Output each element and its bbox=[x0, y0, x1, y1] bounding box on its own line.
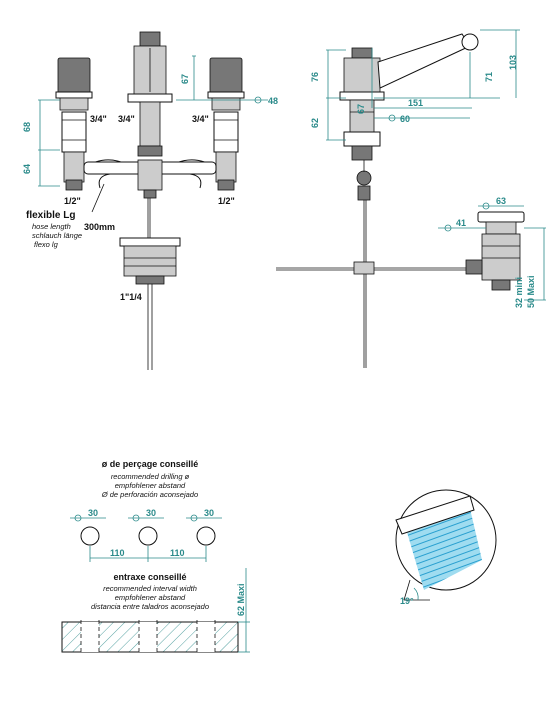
spacing-2: 110 bbox=[170, 548, 185, 558]
dim-67: 67 bbox=[180, 74, 190, 84]
pop-up-waste bbox=[119, 237, 181, 370]
waste-dim-63: 63 bbox=[496, 196, 506, 206]
drilling-es: Ø de perforación aconsejado bbox=[101, 490, 198, 499]
front-dimensions bbox=[38, 55, 268, 187]
drain-thread: 1"1/4 bbox=[120, 292, 142, 302]
thread-bottom-left: 1/2" bbox=[64, 196, 81, 206]
side-dim-151: 151 bbox=[408, 98, 423, 108]
drill-hole-1 bbox=[80, 526, 100, 546]
interval-de: empfohlener abstand bbox=[115, 593, 186, 602]
interval-es: distancia entre taladros aconsejado bbox=[91, 602, 209, 611]
drilling-title: ø de perçage conseillé bbox=[102, 459, 199, 469]
spacing-1: 110 bbox=[110, 548, 125, 558]
thread-left: 3/4" bbox=[90, 114, 107, 124]
side-dim-60: 60 bbox=[400, 114, 410, 124]
hose-length: 300mm bbox=[84, 222, 115, 232]
thread-mid: 3/4" bbox=[118, 114, 135, 124]
waste-detail bbox=[438, 202, 546, 301]
hole-dia-3: 30 bbox=[204, 508, 214, 518]
left-handle bbox=[55, 57, 93, 191]
drilling-en: recommended drilling ø bbox=[111, 472, 190, 481]
hose-en: hose length bbox=[32, 222, 71, 231]
waste-dim-32: 32 mini bbox=[514, 277, 524, 308]
side-dim-71: 71 bbox=[484, 72, 494, 82]
spray-detail bbox=[395, 489, 497, 601]
dim-48: 48 bbox=[268, 96, 278, 106]
center-spout bbox=[127, 31, 173, 157]
side-dim-67: 67 bbox=[356, 104, 366, 114]
waste-dim-50: 50 Maxi bbox=[526, 275, 536, 308]
waste-dim-41: 41 bbox=[456, 218, 466, 228]
thread-bottom-right: 1/2" bbox=[218, 196, 235, 206]
thread-right: 3/4" bbox=[192, 114, 209, 124]
spray-angle: 19° bbox=[400, 596, 414, 606]
side-dim-62: 62 bbox=[310, 118, 320, 128]
side-dim-103: 103 bbox=[508, 55, 518, 70]
mixer-connector bbox=[83, 159, 217, 240]
front-view: 68 64 67 48 3/4" 3/4" 3/4" 1/2" 1/2" fle… bbox=[22, 31, 278, 370]
hole-dia-1: 30 bbox=[88, 508, 98, 518]
drilling-section: ø de perçage conseillé recommended drill… bbox=[70, 459, 222, 562]
hole-dia-2: 30 bbox=[146, 508, 156, 518]
right-handle bbox=[207, 57, 245, 191]
side-view bbox=[276, 29, 520, 368]
drill-hole-3 bbox=[196, 526, 216, 546]
flexible-label: flexible Lg bbox=[26, 210, 75, 221]
dim-64: 64 bbox=[22, 164, 32, 174]
thickness-label: 62 Maxi bbox=[236, 583, 246, 616]
hose-de: schlauch länge bbox=[32, 231, 82, 240]
drill-hole-2 bbox=[138, 526, 158, 546]
hose-es: flexo lg bbox=[34, 240, 59, 249]
side-dim-76: 76 bbox=[310, 72, 320, 82]
hose-leader bbox=[91, 183, 105, 213]
interval-title: entraxe conseillé bbox=[113, 572, 186, 582]
interval-en: recommended interval width bbox=[103, 584, 197, 593]
dim-68: 68 bbox=[22, 122, 32, 132]
drilling-de: empfohlener abstand bbox=[115, 481, 186, 490]
interval-section: entraxe conseillé recommended interval w… bbox=[61, 568, 250, 654]
